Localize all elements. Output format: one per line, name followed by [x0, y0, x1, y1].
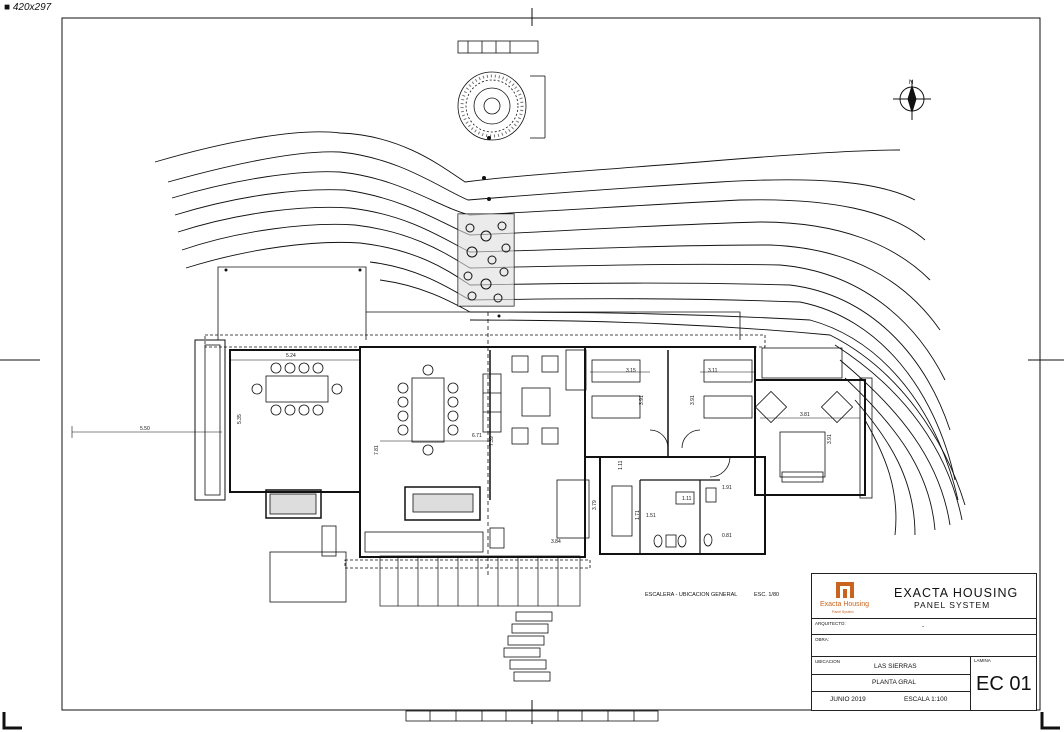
- location-value: LAS SIERRAS: [874, 663, 917, 670]
- dim-label: 7.39: [489, 436, 495, 446]
- dim-label: 3.91: [690, 395, 696, 405]
- dim-label: 7.81: [374, 445, 380, 455]
- architect-row: ARQUITECTO: -: [812, 618, 1036, 634]
- scale-bar: [405, 710, 659, 722]
- date-value: JUNIO 2019: [830, 696, 866, 703]
- terrain-contours: [154, 131, 966, 536]
- stone-path: [457, 213, 515, 307]
- dim-label: 3.15: [626, 368, 636, 374]
- dimension-lines: [71, 359, 860, 442]
- title-block: Exacta Housing Panel System EXACTA HOUSI…: [811, 573, 1037, 711]
- house-walls: [194, 334, 873, 569]
- entry-steps: [503, 611, 553, 682]
- project-row: OBRA:: [812, 634, 1036, 652]
- dim-label: 3.84: [551, 539, 561, 545]
- logo-mark-inner: [843, 589, 847, 598]
- dining-table-center: [397, 364, 459, 456]
- dining-table-left: [251, 362, 343, 416]
- sheet-size-marker: ■: [4, 2, 13, 13]
- drawing-value: PLANTA GRAL: [872, 679, 916, 686]
- dim-label: 1.11: [682, 496, 692, 502]
- sheet-divider: [970, 656, 971, 710]
- survey-markers: [224, 136, 501, 318]
- architect-label: ARQUITECTO:: [815, 621, 846, 626]
- location-label: UBICACION: [815, 659, 841, 664]
- north-label: N: [909, 80, 913, 86]
- logo-name: Exacta Housing: [820, 601, 870, 608]
- living-furniture: [482, 349, 587, 445]
- bedroom-furniture: [591, 359, 854, 483]
- sheet-code: EC 01: [976, 673, 1032, 695]
- dim-label: 1.51: [646, 513, 656, 519]
- dim-label: 3.11: [708, 368, 718, 374]
- stair-caption: ESCALERA - UBICACION GENERAL: [645, 592, 737, 598]
- dim-label: 1.91: [722, 485, 732, 491]
- dim-label: 3.81: [800, 412, 810, 418]
- dim-label: 3.91: [827, 434, 833, 444]
- stair-scale: ESC. 1/80: [754, 592, 779, 598]
- logo: [836, 582, 854, 598]
- company-subtitle: PANEL SYSTEM: [914, 600, 991, 610]
- drawing-divider: [812, 674, 970, 675]
- scale-value: ESCALA 1:100: [904, 696, 948, 703]
- terrace-deck: [379, 555, 581, 607]
- pergola-outline: [217, 266, 741, 575]
- architect-value: -: [922, 623, 925, 630]
- dimension-labels: 5.24 5.50 5.35 6.71 7.39 7.81 3.15 3.11 …: [140, 353, 833, 545]
- dim-label: 6.71: [472, 433, 482, 439]
- kitchen-and-grill: [265, 486, 505, 603]
- location-row: UBICACION LAS SIERRAS: [812, 656, 1036, 710]
- north-arrow-icon: N: [893, 80, 931, 120]
- project-label: OBRA:: [815, 637, 830, 642]
- dim-label: 3.79: [592, 500, 598, 510]
- sheet-label: LAMINA: [974, 658, 991, 663]
- spiral-stair-detail: [457, 40, 546, 141]
- bathroom-fixtures: [556, 479, 717, 548]
- dim-label: 5.35: [237, 414, 243, 424]
- dim-label: 1.11: [618, 460, 624, 470]
- sheet-size-label: ■ 420x297: [4, 2, 52, 13]
- dim-label: 1.71: [635, 510, 641, 520]
- dim-label: 3.91: [639, 395, 645, 405]
- company-title: EXACTA HOUSING: [894, 586, 1019, 600]
- dim-label: 5.50: [140, 426, 150, 432]
- registration-marks: [0, 8, 1064, 730]
- sheet-border: [61, 17, 1041, 711]
- date-divider: [812, 691, 970, 692]
- logo-tagline: Panel System: [832, 610, 854, 614]
- dim-label: 5.24: [286, 353, 296, 359]
- dim-label: 0.81: [722, 533, 732, 539]
